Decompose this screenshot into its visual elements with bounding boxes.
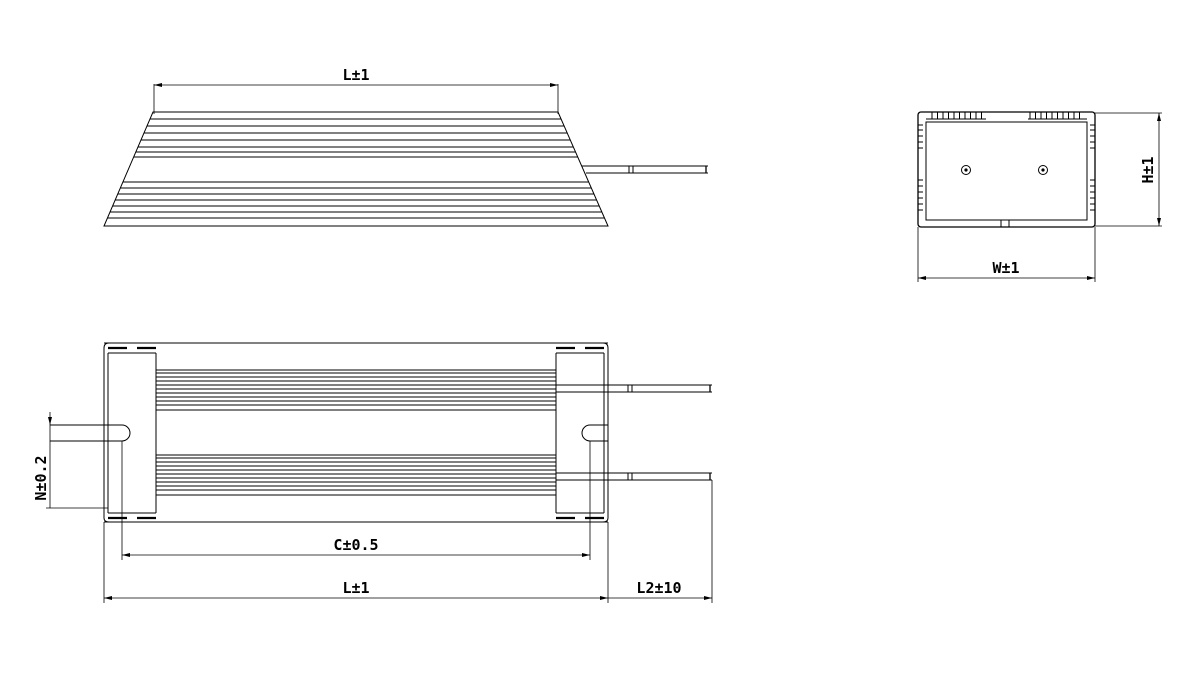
terminal-hole-right (1038, 165, 1048, 175)
end-view: H±1 W±1 (917, 111, 1162, 282)
side-lead-wire (582, 165, 708, 174)
plan-lead-wire-upper (556, 384, 712, 393)
plan-view: N±0.2 C±0.5 L±1 L2±10 (32, 342, 713, 603)
trapezoid-body (103, 111, 609, 227)
plan-fin-bands (156, 369, 556, 496)
bottom-length-label: L±1 (342, 579, 369, 597)
end-cooling-fins (918, 112, 1095, 211)
bottom-length-dimension: L±1 (103, 522, 609, 603)
right-mounting-slot (581, 424, 608, 442)
terminal-hole-left (961, 165, 971, 175)
left-mounting-bracket (50, 346, 157, 520)
right-mounting-bracket (555, 346, 608, 520)
plan-body (103, 342, 609, 523)
plan-lead-wire-lower (556, 472, 712, 481)
side-view: L±1 (103, 66, 708, 227)
lead-length-dimension: L2±10 (608, 480, 713, 603)
width-label: W±1 (992, 259, 1019, 277)
width-dimension: W±1 (917, 227, 1096, 282)
slot-offset-label: N±0.2 (32, 455, 50, 500)
end-profile (917, 111, 1096, 228)
left-mounting-slot (50, 424, 131, 442)
slot-offset-dimension: N±0.2 (32, 412, 108, 509)
lead-length-label: L2±10 (636, 579, 681, 597)
side-ridges (107, 118, 605, 219)
height-label: H±1 (1139, 156, 1157, 183)
top-length-dimension: L±1 (153, 66, 559, 114)
height-dimension: H±1 (1095, 112, 1162, 227)
mount-center-dimension: C±0.5 (121, 441, 591, 560)
mount-center-label: C±0.5 (333, 536, 378, 554)
top-length-label: L±1 (342, 66, 369, 84)
